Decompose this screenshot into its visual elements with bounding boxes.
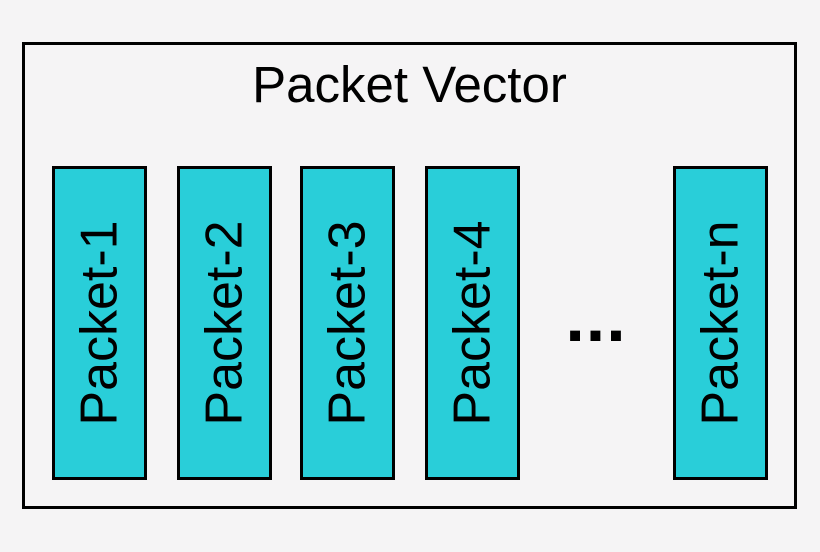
- packet-box-2: Packet-2: [177, 166, 272, 480]
- packet-1-label: Packet-1: [70, 220, 129, 426]
- packet-3-label: Packet-3: [318, 220, 377, 426]
- packet-box-1: Packet-1: [52, 166, 147, 480]
- packet-box-n: Packet-n: [673, 166, 768, 480]
- ellipsis-dots: ...: [565, 278, 627, 356]
- packet-box-4: Packet-4: [425, 166, 520, 480]
- packet-4-label: Packet-4: [443, 220, 502, 426]
- packet-2-label: Packet-2: [195, 220, 254, 426]
- packet-box-3: Packet-3: [300, 166, 395, 480]
- diagram-title: Packet Vector: [252, 56, 567, 113]
- packet-vector-frame: [22, 42, 797, 509]
- packet-n-label: Packet-n: [691, 220, 750, 426]
